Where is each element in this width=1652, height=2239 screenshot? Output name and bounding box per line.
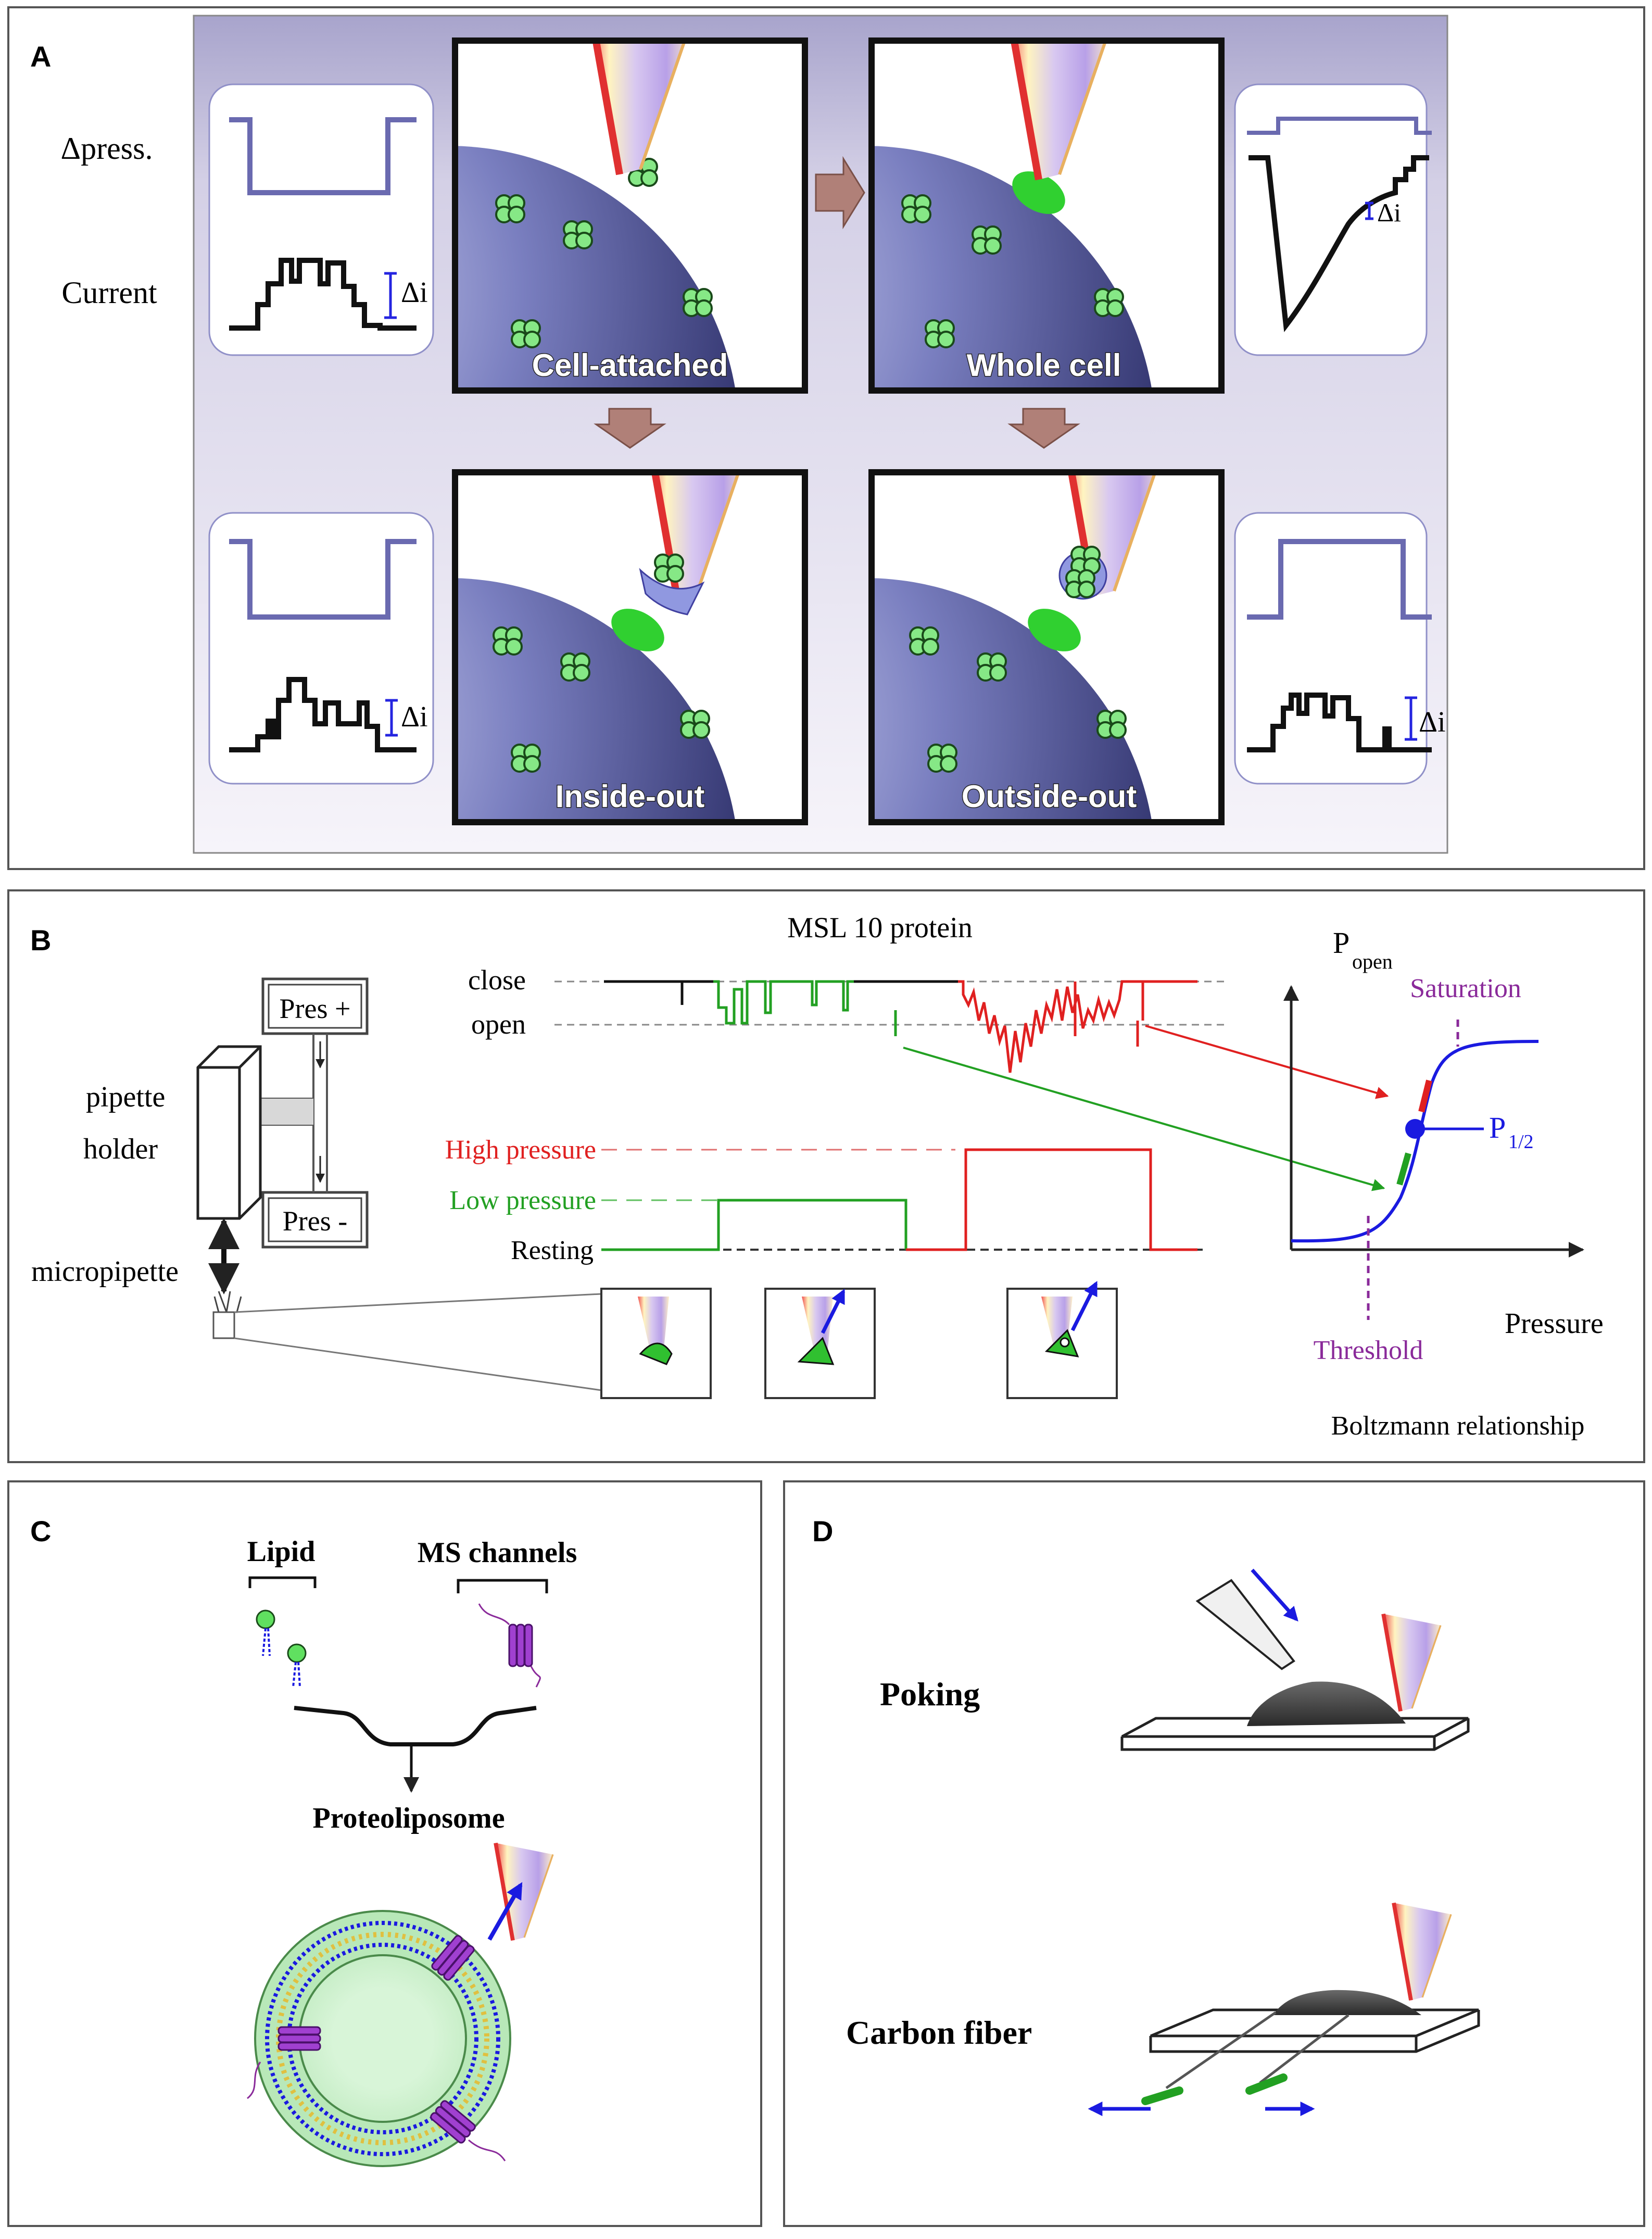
config-whole-cell: Whole cell	[967, 348, 1121, 383]
lipid-label: Lipid	[247, 1536, 316, 1568]
panel-a-letter: A	[30, 40, 51, 73]
resting-label: Resting	[511, 1236, 594, 1265]
pres-plus-label: Pres +	[280, 993, 351, 1024]
panel-b-letter: B	[30, 924, 51, 957]
inside-out-panel: Inside-out	[452, 469, 808, 825]
trace-inset-outside-out: Δi	[1234, 512, 1446, 785]
panel-b: B Pres + Pres - pipette holder micropipe…	[7, 889, 1645, 1463]
delta-i-label: Δi	[401, 701, 428, 733]
cell-attached-panel: Cell-attached	[452, 37, 808, 394]
carbon-fiber-setup	[1088, 1903, 1480, 2116]
delta-i-label: Δi	[1377, 198, 1401, 227]
carbon-fiber-label: Carbon fiber	[846, 2014, 1032, 2051]
panel-c-letter: C	[30, 1515, 51, 1548]
ms-channels-label: MS channels	[418, 1537, 577, 1569]
lipid-icon	[256, 1609, 307, 1688]
trace-inset-whole-cell: Δi	[1234, 83, 1432, 356]
y-axis-label: P	[1333, 926, 1350, 960]
ms-channel-icon	[478, 1603, 541, 1688]
poking-setup	[1120, 1568, 1470, 1751]
delta-i-label: Δi	[1419, 706, 1446, 738]
close-level-label: close	[468, 964, 526, 996]
low-pressure-arrow	[903, 1047, 1385, 1191]
panel-c: C Lipid MS channels Proteoliposome	[7, 1480, 762, 2227]
half-max-subscript: 1/2	[1508, 1131, 1534, 1153]
msl10-title: MSL 10 protein	[787, 912, 973, 944]
boltzmann-plot: P open Pressure P 1/2 Saturation Thresho…	[1283, 926, 1604, 1441]
outside-out-panel: Outside-out	[868, 469, 1225, 825]
half-max-label: P	[1489, 1111, 1506, 1144]
threshold-label: Threshold	[1314, 1336, 1423, 1365]
open-level-label: open	[471, 1009, 526, 1040]
panel-d: D Poking Carbon fiber	[783, 1480, 1645, 2227]
single-channel-trace: close open	[468, 964, 1226, 1073]
arrow-right-icon	[815, 156, 865, 230]
pressure-row-label: Δpress.	[61, 131, 153, 166]
saturation-label: Saturation	[1410, 974, 1521, 1003]
low-pressure-label: Low pressure	[449, 1186, 596, 1215]
config-outside-out: Outside-out	[962, 779, 1137, 814]
whole-cell-panel: Whole cell	[868, 37, 1225, 394]
config-inside-out: Inside-out	[556, 779, 705, 814]
panel-a: A Δpress. Current Δi	[7, 6, 1645, 870]
holder-label-1: pipette	[86, 1081, 165, 1113]
high-pressure-arrow	[1145, 1025, 1389, 1099]
micropipette-label: micropipette	[31, 1255, 179, 1288]
pipette-insets	[600, 1280, 1118, 1399]
y-axis-subscript: open	[1352, 950, 1393, 973]
pipette-apparatus: Pres + Pres - pipette holder micropipett…	[31, 977, 602, 1391]
delta-i-label: Δi	[401, 276, 428, 309]
trace-inset-inside-out: Δi	[208, 512, 434, 785]
boltzmann-caption: Boltzmann relationship	[1331, 1411, 1585, 1441]
x-axis-label: Pressure	[1505, 1307, 1604, 1340]
proteoliposome-vesicle	[247, 1843, 553, 2167]
merge-bracket	[294, 1706, 537, 1746]
trace-inset-cell-attached: Δi	[208, 83, 434, 356]
config-cell-attached: Cell-attached	[532, 348, 728, 383]
poking-label: Poking	[880, 1676, 980, 1713]
current-row-label: Current	[61, 275, 157, 310]
panel-d-letter: D	[812, 1515, 833, 1548]
pressure-protocol: High pressure Low pressure Resting	[445, 1135, 1203, 1265]
pres-minus-label: Pres -	[283, 1205, 347, 1237]
holder-label-2: holder	[83, 1133, 158, 1165]
proteoliposome-label: Proteoliposome	[312, 1802, 505, 1834]
high-pressure-label: High pressure	[445, 1135, 596, 1165]
